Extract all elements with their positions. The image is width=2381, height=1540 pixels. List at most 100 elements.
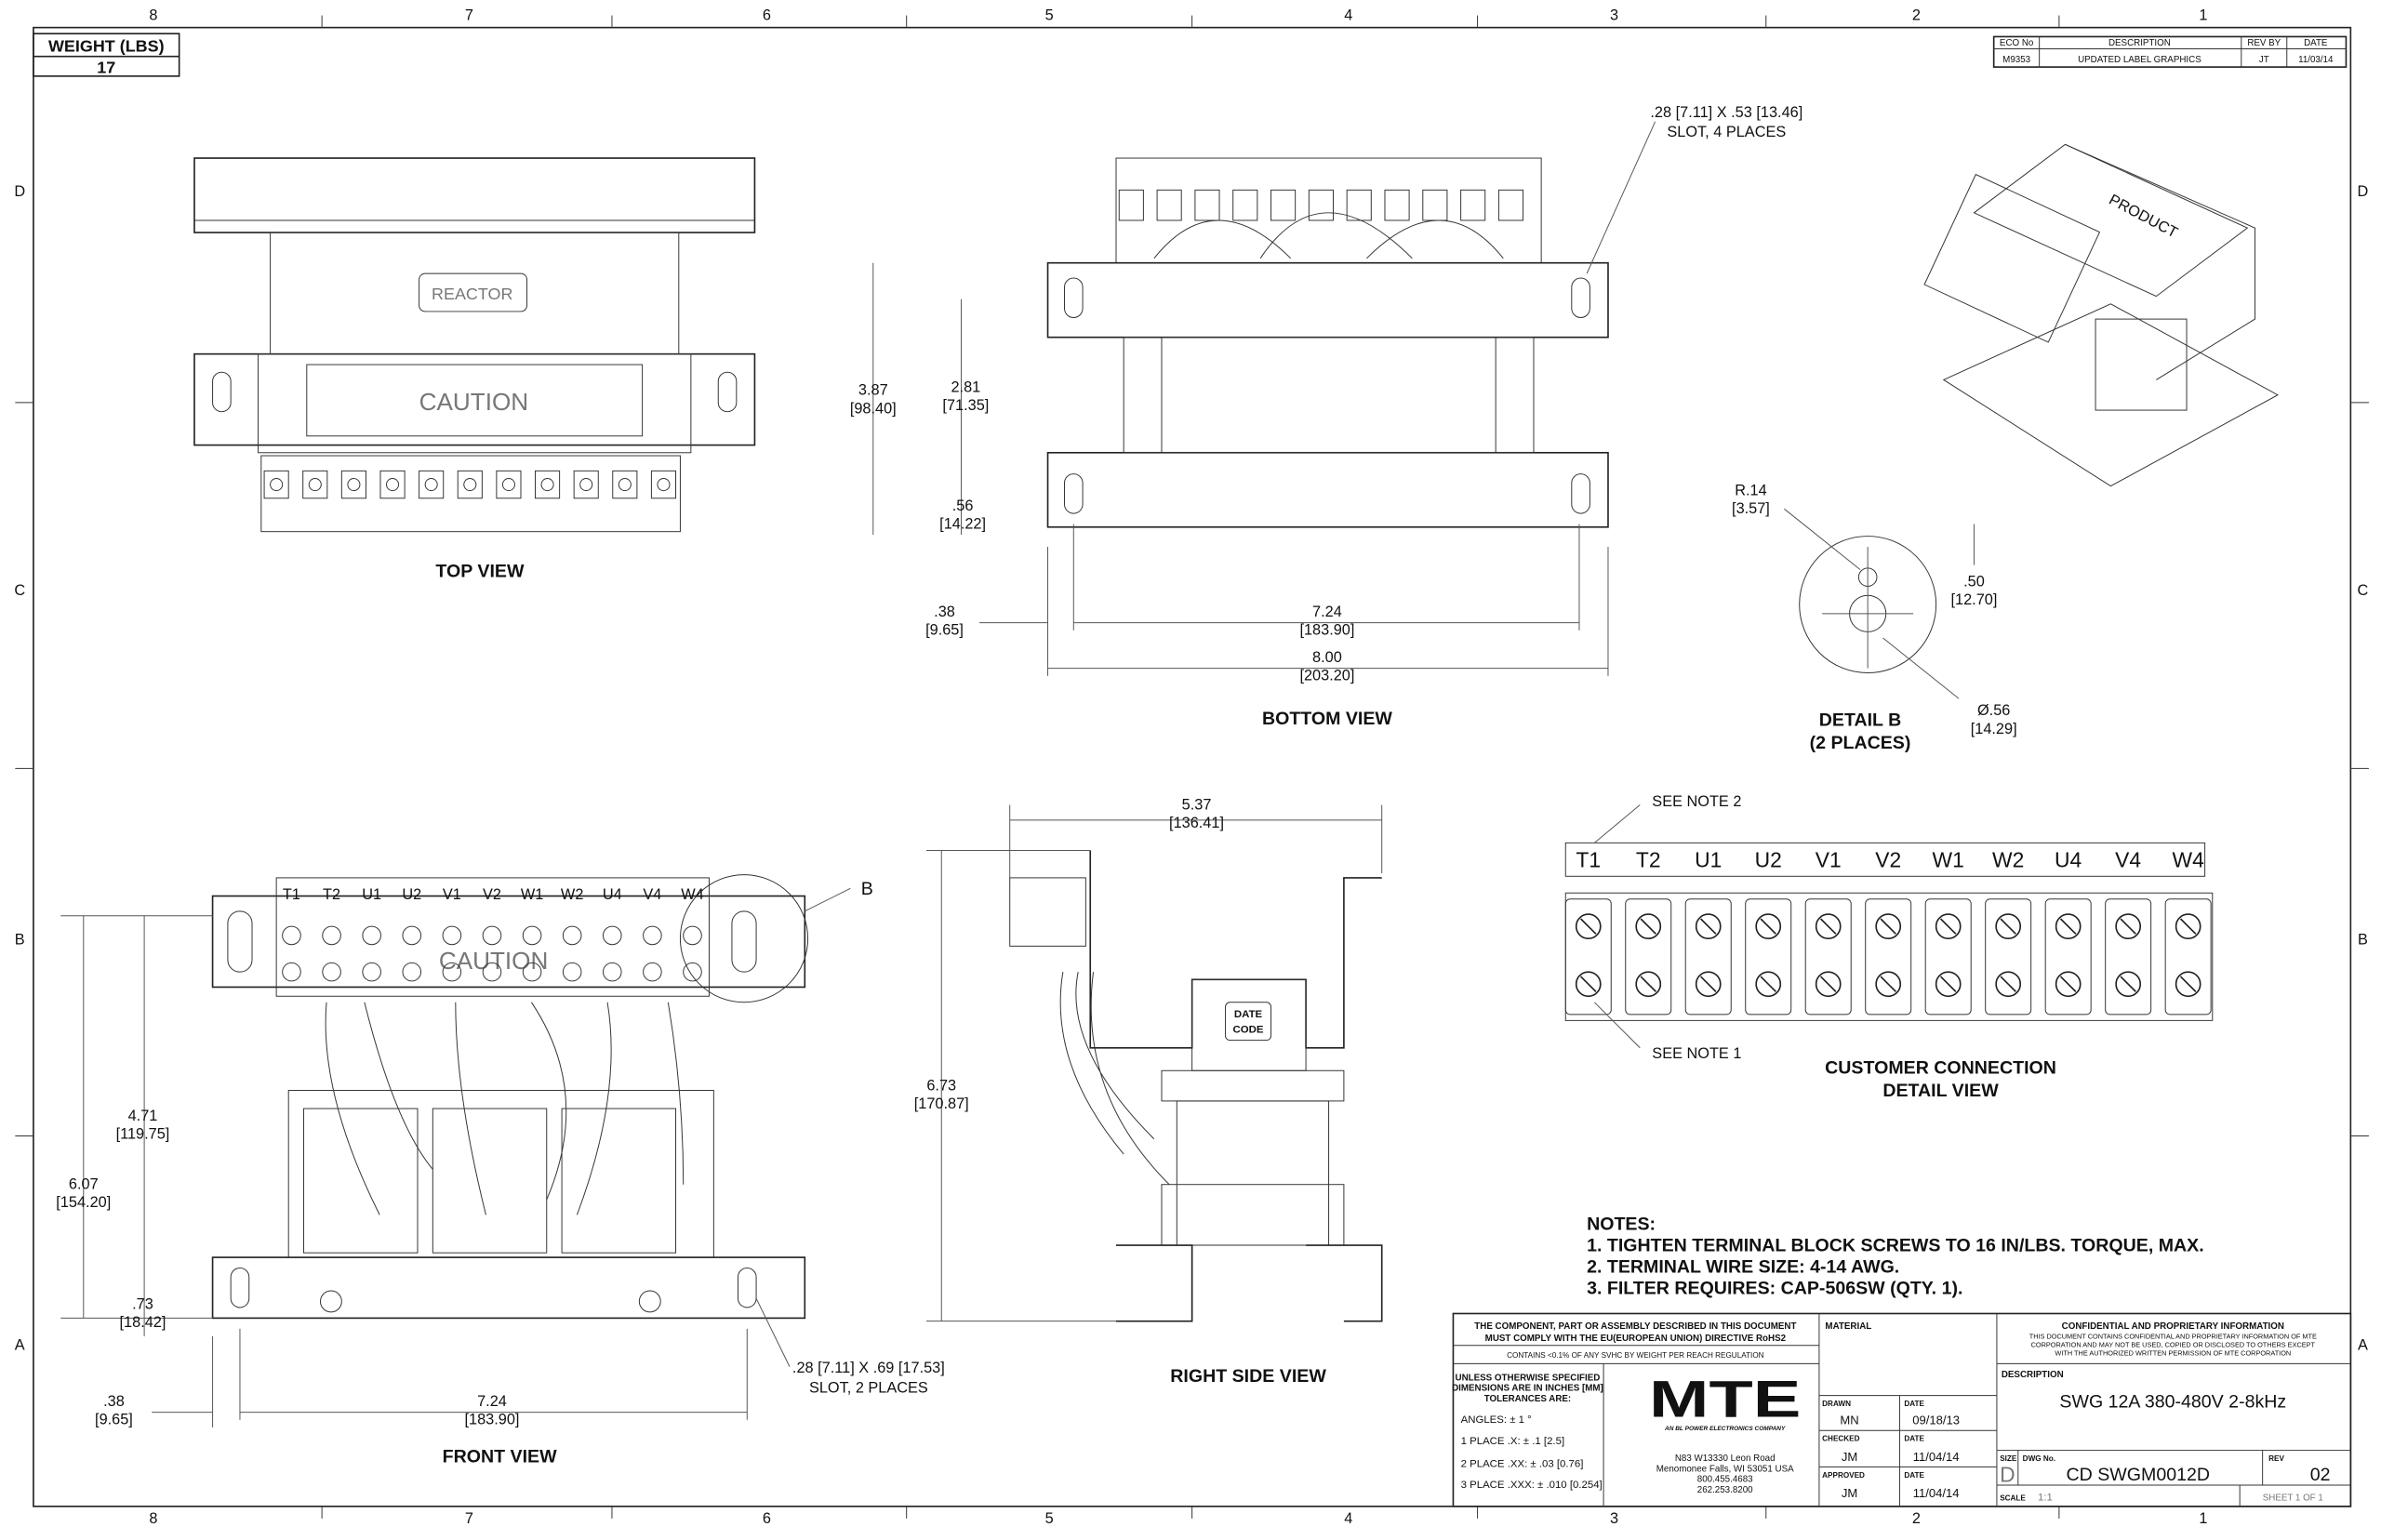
detail-b-subtitle: (2 PLACES) — [1810, 733, 1911, 753]
screw-icon — [540, 478, 554, 492]
see-note-1: SEE NOTE 1 — [1652, 1045, 1741, 1062]
dim-mm: [14.22] — [939, 515, 986, 532]
zone-row: D — [2358, 183, 2369, 200]
slot-note: .28 [7.11] X .69 [17.53] — [792, 1360, 945, 1376]
dim-mm: [203.20] — [1299, 668, 1354, 684]
terminal-screw — [1232, 189, 1258, 221]
dim-mm: [170.87] — [914, 1095, 969, 1112]
terminal-label: V2 — [483, 886, 501, 903]
terminal-screw-icon — [683, 962, 702, 982]
zone-row: A — [2358, 1337, 2368, 1354]
terminal-block — [1564, 898, 1612, 1016]
dim-in: 4.71 — [128, 1108, 158, 1124]
terminal-screw — [573, 470, 599, 499]
terminal-label: U1 — [362, 886, 381, 903]
dim-in: 6.07 — [69, 1176, 99, 1193]
terminal-block — [1745, 898, 1792, 1016]
dim-mm: [183.90] — [1299, 622, 1354, 639]
zone-col: 2 — [1912, 1510, 1921, 1527]
terminal-block — [1985, 898, 2032, 1016]
checked-date: 11/04/14 — [1913, 1450, 1960, 1464]
logo-tagline: AN BL POWER ELECTRONICS COMPANY — [1664, 1426, 1786, 1432]
dim-mm: [3.57] — [1732, 500, 1770, 517]
terminal-screw — [457, 470, 483, 499]
tolerance-heading: DIMENSIONS ARE IN INCHES [MM] — [1452, 1384, 1603, 1394]
caution-label: CAUTION — [439, 947, 549, 975]
terminal-label: W1 — [1933, 847, 1964, 871]
date-code-label: CODE — [1233, 1024, 1264, 1035]
zone-col: 6 — [763, 1510, 771, 1527]
drawn-date: 09/18/13 — [1912, 1414, 1960, 1427]
notes: NOTES: 1. TIGHTEN TERMINAL BLOCK SCREWS … — [1587, 1215, 2204, 1299]
terminal-screw-icon — [362, 925, 381, 946]
terminal-label: W4 — [681, 886, 703, 903]
zone-col: 7 — [465, 1510, 473, 1527]
caution-label: CAUTION — [419, 388, 529, 416]
terminal-label: V1 — [443, 886, 461, 903]
terminal-screw — [1270, 189, 1297, 221]
terminal-block — [1684, 898, 1732, 1016]
bottom-view-title: BOTTOM VIEW — [1262, 709, 1392, 729]
dim-mm: [12.70] — [1951, 591, 1998, 608]
screw-icon — [1875, 971, 1902, 998]
terminal-screw — [419, 470, 445, 499]
terminal-screw-icon — [643, 925, 662, 946]
terminal-screw — [496, 470, 522, 499]
terminal-label: W2 — [1992, 847, 2024, 871]
zone-row: C — [14, 582, 25, 599]
screw-icon — [1575, 971, 1602, 998]
screw-icon — [1935, 913, 1962, 940]
mte-logo: MTE — [1649, 1371, 1801, 1428]
dim-in: R.14 — [1735, 482, 1766, 498]
rev-cell: 11/03/14 — [2298, 55, 2334, 65]
confidential-text: CORPORATION AND MAY NOT BE USED, COPIED … — [2031, 1340, 2316, 1348]
terminal-screw-icon — [442, 962, 462, 982]
terminal-screw-icon — [683, 925, 702, 946]
address-line: 262.253.8200 — [1697, 1485, 1753, 1495]
size-label: SIZE — [2000, 1454, 2017, 1463]
terminal-screw-icon — [362, 962, 381, 982]
screw-icon — [2175, 913, 2201, 940]
terminal-label: U1 — [1695, 847, 1722, 871]
dim-mm: [136.41] — [1169, 815, 1224, 831]
rev-header: REV BY — [2247, 38, 2281, 48]
zone-col: 8 — [149, 1510, 157, 1527]
rev-cell: M9353 — [2002, 55, 2030, 65]
screw-icon — [424, 478, 438, 492]
tolerance: 2 PLACE .XX: ± .03 [0.76] — [1461, 1458, 1584, 1469]
dim-mm: [14.29] — [1971, 721, 2017, 737]
revision-table: ECO No DESCRIPTION REV BY DATE M9353 UPD… — [1992, 35, 2348, 68]
revision: 02 — [2310, 1465, 2331, 1485]
screw-icon — [347, 478, 361, 492]
screw-icon — [1815, 971, 1842, 998]
screw-icon — [1575, 913, 1602, 940]
rev-header: DESCRIPTION — [2108, 38, 2171, 48]
screw-icon — [2175, 971, 2201, 998]
notes-heading: NOTES: — [1587, 1215, 1656, 1235]
dwg-label: DWG No. — [2023, 1454, 2055, 1463]
terminal-screw-icon — [643, 962, 662, 982]
confidential-text: THIS DOCUMENT CONTAINS CONFIDENTIAL AND … — [2029, 1332, 2317, 1340]
screw-icon — [1635, 971, 1662, 998]
zone-row: D — [14, 183, 25, 200]
screw-icon — [1935, 971, 1962, 998]
dim-mm: [18.42] — [120, 1314, 166, 1331]
date-label: DATE — [1904, 1435, 1924, 1443]
screw-icon — [1695, 913, 1722, 940]
right-side-view-title: RIGHT SIDE VIEW — [1170, 1366, 1326, 1387]
dim-mm: [9.65] — [925, 622, 964, 639]
terminal-screw — [535, 470, 561, 499]
terminal-label: U2 — [402, 886, 421, 903]
dim-in: .50 — [1963, 573, 1985, 590]
terminal-label: U4 — [2055, 847, 2082, 871]
tolerance: 1 PLACE .X: ± .1 [2.5] — [1461, 1436, 1565, 1447]
zone-row: B — [2358, 932, 2368, 949]
zone-col: 1 — [2199, 1510, 2207, 1527]
drawing-number: CD SWGM0012D — [2067, 1465, 2210, 1485]
terminal-screw — [1308, 189, 1334, 221]
terminal-label: W2 — [561, 886, 583, 903]
note-item: 3. FILTER REQUIRES: CAP-506SW (QTY. 1). — [1587, 1278, 1962, 1298]
dim-in: 5.37 — [1182, 796, 1212, 813]
